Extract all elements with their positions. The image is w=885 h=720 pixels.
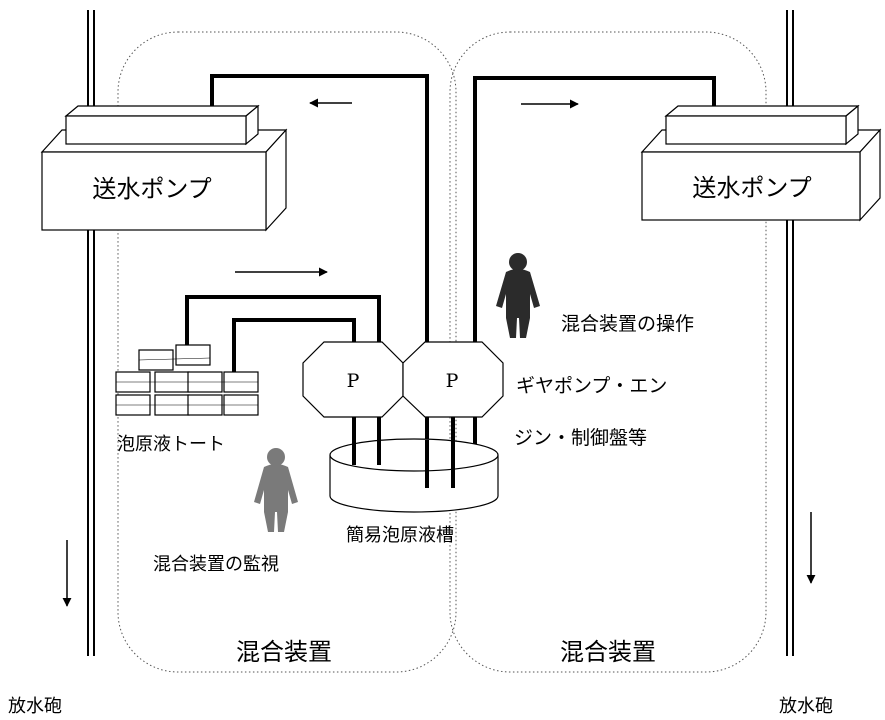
cannon-left-label: 放水砲 [8,696,62,717]
foam-tote-stack-grid [116,357,258,406]
foam-tote-label: 泡原液トート [117,434,225,455]
gear-pump-right-p: P [446,370,459,392]
foam-tote-stack [115,344,259,416]
pipe-to-right-pump [473,76,716,488]
operator-label: 混合装置の操作 [561,313,694,335]
pump-left-label: 送水ポンプ [92,175,211,203]
pipe-to-left-pump [210,74,429,488]
simple-tank-label: 簡易泡原液槽 [346,525,454,546]
gear-pump-label-line1: ギヤポンプ・エン [516,375,667,397]
mixing-device-left-label: 混合装置 [236,638,332,666]
mixing-device-right-label: 混合装置 [560,638,656,666]
pump-right-label: 送水ポンプ [692,174,811,202]
monitor-person-icon [254,448,298,532]
gear-pump-label-line2: ジン・制御盤等 [514,427,647,449]
monitor-label: 混合装置の監視 [153,554,279,575]
simple-foam-tank [329,438,499,513]
tank-dip-pipes [352,440,455,488]
water-pump-left [40,104,288,232]
cannon-right-label: 放水砲 [779,696,833,717]
gear-pump-left-p: P [347,370,360,392]
operator-person-icon [496,253,540,338]
gear-pump-left [302,341,404,418]
water-pump-right [640,104,882,222]
gear-pump-right [402,341,504,418]
